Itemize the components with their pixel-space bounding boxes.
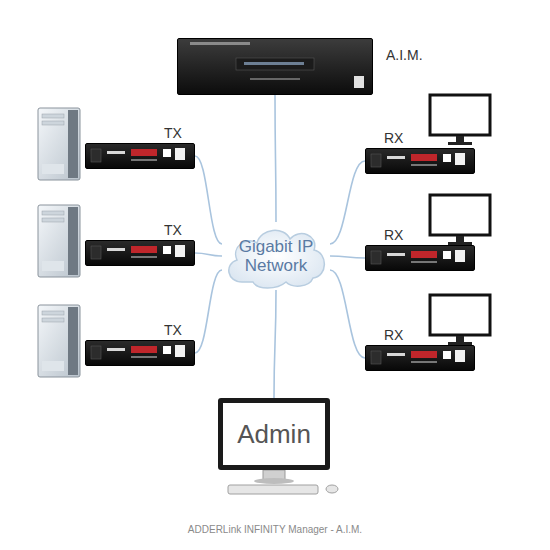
user-monitor <box>430 295 490 345</box>
network-cable <box>195 253 222 256</box>
rx-detail <box>371 350 465 364</box>
network-cable <box>330 256 365 258</box>
network-cable <box>330 270 365 358</box>
tx-detail <box>91 148 185 162</box>
network-cable <box>275 95 276 222</box>
computer-tower <box>38 205 80 277</box>
admin-monitor: Admin <box>218 398 330 470</box>
tx-unit: TX <box>85 143 195 169</box>
aim-logo <box>354 76 364 88</box>
unit-heading: RX <box>384 227 403 243</box>
unit-heading: RX <box>384 327 403 343</box>
computer-tower <box>38 305 80 377</box>
user-monitor <box>430 95 490 145</box>
rx-unit: RX <box>365 345 475 371</box>
tx-detail <box>91 345 185 359</box>
user-monitor <box>430 195 490 245</box>
tx-unit: TX <box>85 340 195 366</box>
network-cable <box>274 290 276 398</box>
tx-unit: TX <box>85 240 195 266</box>
network-cable <box>195 270 222 353</box>
rx-detail <box>371 153 465 167</box>
unit-heading: TX <box>164 322 182 338</box>
admin-label: Admin <box>237 419 311 449</box>
unit-heading: TX <box>164 125 182 141</box>
network-cloud: Gigabit IP Network <box>222 222 330 290</box>
unit-heading: TX <box>164 222 182 238</box>
rx-unit: RX <box>365 148 475 174</box>
rx-detail <box>371 250 465 264</box>
aim-appliance: A.I.M. <box>177 38 373 95</box>
unit-heading: RX <box>384 130 403 146</box>
aim-display-glow <box>244 62 304 65</box>
mouse <box>326 485 338 493</box>
admin-stand-base <box>254 478 294 484</box>
unit-heading: A.I.M. <box>386 47 423 63</box>
network-cable <box>195 156 222 244</box>
aim-led-row <box>250 78 300 80</box>
aim-display <box>236 58 314 70</box>
aim-brand-mark <box>190 42 250 45</box>
keyboard <box>228 485 318 494</box>
computer-tower <box>38 108 80 180</box>
figure-caption: ADDERLink INFINITY Manager - A.I.M. <box>0 524 550 536</box>
network-cable <box>330 161 365 244</box>
network-label: Gigabit IP Network <box>230 237 322 275</box>
cloud-shape <box>229 230 325 288</box>
tx-detail <box>91 245 185 259</box>
rx-unit: RX <box>365 245 475 271</box>
